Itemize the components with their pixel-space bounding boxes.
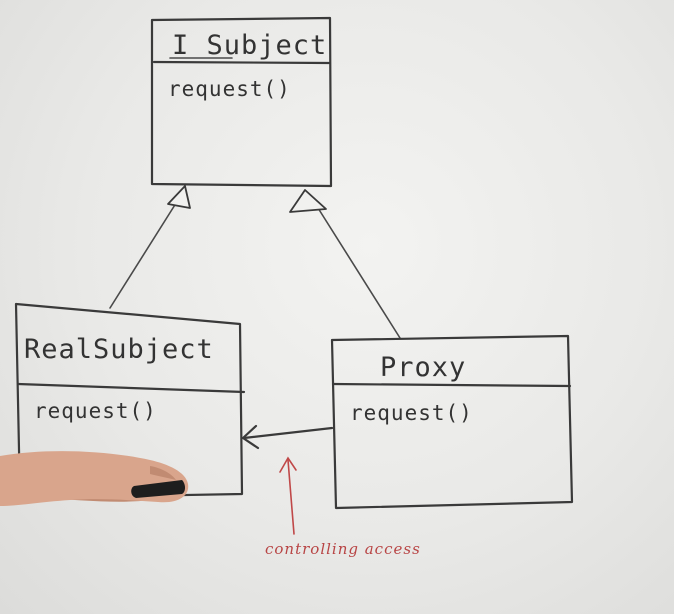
proxy-title: Proxy xyxy=(380,352,466,383)
annotation-group: controlling access xyxy=(265,456,421,558)
realsubject-title: RealSubject xyxy=(24,334,214,365)
realsubject-divider xyxy=(16,382,246,394)
annotation-text: controlling access xyxy=(265,540,421,558)
proxy-divider xyxy=(331,382,572,388)
proxy-method: request() xyxy=(350,401,473,425)
hand-with-marker xyxy=(0,451,189,506)
realsubject-method: request() xyxy=(34,399,157,423)
association-arrowhead xyxy=(241,424,260,450)
association-line xyxy=(242,426,334,440)
hollow-triangle-right xyxy=(289,189,327,213)
interface-box-outline xyxy=(150,16,333,188)
proxy-class-box: Proxy request() xyxy=(330,334,574,510)
interface-class-box: I Subject request() xyxy=(150,16,333,188)
inheritance-line-right xyxy=(317,207,401,339)
realsubject-class-box: RealSubject request() xyxy=(14,302,246,500)
hollow-triangle-left xyxy=(167,185,191,209)
hand xyxy=(0,451,189,506)
proxy-box-outline xyxy=(330,334,574,510)
marker-pen xyxy=(131,480,185,498)
inheritance-line-left xyxy=(109,199,179,309)
association-arrow xyxy=(241,424,334,450)
annotation-arrow-line xyxy=(287,459,295,535)
realsubject-box-outline xyxy=(14,302,244,500)
inheritance-arrow-realsubject xyxy=(109,185,191,309)
inheritance-arrow-proxy xyxy=(289,189,401,339)
annotation-arrowhead xyxy=(279,456,297,473)
interface-divider xyxy=(152,60,331,65)
interface-title: I Subject xyxy=(172,30,327,61)
knuckle-shade xyxy=(150,466,176,480)
interface-method: request() xyxy=(168,77,291,101)
